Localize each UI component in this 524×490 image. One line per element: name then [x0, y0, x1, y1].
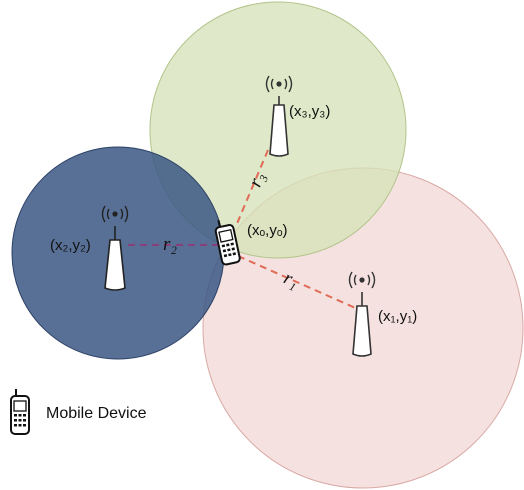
range-line-r1 [237, 255, 361, 311]
cell-tower-1-icon [348, 271, 376, 357]
legend: Mobile Device [10, 389, 147, 435]
mobile-device-icon [214, 219, 241, 266]
legend-mobile-device-icon [10, 389, 30, 435]
range-line-r3 [235, 149, 269, 227]
tower-1-coordinate-label: (x₁,y₁) [378, 308, 417, 325]
tower-3-coordinate-label: (x₃,y₃) [289, 103, 330, 120]
tower-2-coordinate-label: (x₂,y₂) [50, 237, 91, 254]
range-label-r2: r₂ [163, 234, 177, 255]
cell-tower-3-icon [265, 75, 293, 157]
cell-tower-2-icon [101, 205, 129, 291]
legend-label: Mobile Device [46, 405, 147, 422]
mobile-coordinate-label: (xₒ,yₒ) [247, 222, 287, 239]
